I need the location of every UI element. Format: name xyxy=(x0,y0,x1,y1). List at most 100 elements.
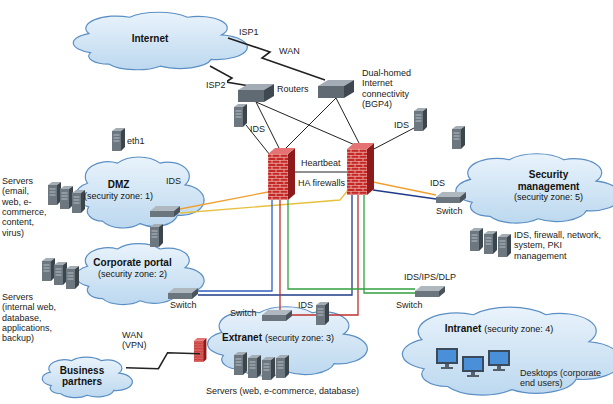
device-label: eth1 xyxy=(127,136,145,146)
device-label: IDS xyxy=(430,178,445,188)
router-icon xyxy=(238,84,274,102)
zone-number: (security zone: 1) xyxy=(84,191,153,201)
firewall-icon xyxy=(347,143,374,195)
server-icon xyxy=(48,182,61,205)
server-icon xyxy=(42,258,55,281)
zone-cloud: DMZ(security zone: 1) xyxy=(70,148,195,232)
portal-wire xyxy=(198,200,272,291)
zone-name: Intranet xyxy=(445,323,482,334)
server-icon xyxy=(484,231,497,254)
cloud-outline xyxy=(76,244,204,305)
switch-icon xyxy=(436,192,466,203)
server-icon xyxy=(66,266,79,289)
server-icon xyxy=(316,302,329,325)
cloud-text: Intranet(security zone: 4) xyxy=(445,318,554,336)
extranet-wire xyxy=(292,195,358,315)
wan-link xyxy=(126,353,200,369)
security-wire xyxy=(373,182,436,195)
cloud-text: Security management(security zone: 5) xyxy=(504,169,594,202)
switch-icon xyxy=(168,288,198,299)
device-label: Routers xyxy=(277,84,309,94)
heartbeat-link xyxy=(295,172,347,173)
portal-wire xyxy=(198,195,352,295)
server-icon xyxy=(262,357,275,380)
cloud-outline xyxy=(42,357,132,398)
device-label: HA firewalls xyxy=(297,178,346,188)
zone-number: (security zone: 3) xyxy=(265,333,334,343)
security-wire xyxy=(373,190,436,199)
zone-name: Corporate portal xyxy=(93,257,171,269)
server-icon xyxy=(60,186,73,209)
device-label: Servers (web, e-commerce, database) xyxy=(206,386,359,396)
switch-icon xyxy=(415,286,445,297)
ids-link xyxy=(246,125,414,155)
cloud-outline xyxy=(456,154,613,223)
device-label: ISP1 xyxy=(238,27,260,37)
desktop-icon xyxy=(436,348,458,369)
intranet-wire xyxy=(288,200,415,289)
desktop-icon xyxy=(488,350,510,371)
device-label: IDS/IPS/DLP xyxy=(404,272,456,282)
device-label: IDS xyxy=(166,176,181,186)
device-label: Switch xyxy=(436,206,463,216)
device-label: Servers (internal web, database, applica… xyxy=(2,292,66,344)
cloud-text: Internet xyxy=(132,33,169,45)
switch-icon xyxy=(150,206,180,217)
zone-name: Business partners xyxy=(52,365,112,388)
cloud-text: Extranet(security zone: 3) xyxy=(222,327,334,345)
cloud-outline xyxy=(76,157,204,228)
server-icon xyxy=(498,234,511,257)
device-label: Desktops (corporate end users) xyxy=(520,368,604,389)
cloud-text: Business partners xyxy=(52,365,112,388)
device-label: WAN xyxy=(278,46,301,56)
zone-cloud: Security management(security zone: 5) xyxy=(448,145,609,227)
zone-number: (security zone: 5) xyxy=(504,192,594,202)
cloud-shape xyxy=(392,296,606,400)
cloud-outline xyxy=(402,307,613,395)
router-link xyxy=(256,98,360,150)
device-label: Switch xyxy=(230,308,257,318)
zone-cloud: Internet xyxy=(65,5,235,73)
server-icon xyxy=(276,355,289,378)
cloud-text: Corporate portal(security zone: 2) xyxy=(93,257,171,279)
zone-number: (security zone: 2) xyxy=(93,269,171,279)
server-icon xyxy=(234,104,247,127)
server-icon xyxy=(54,262,67,285)
zone-name: DMZ xyxy=(84,179,153,191)
server-icon xyxy=(248,355,261,378)
desktop-icon xyxy=(462,356,484,377)
zone-name: Security management xyxy=(504,169,594,192)
zone-cloud: Intranet(security zone: 4) xyxy=(392,296,606,400)
server-icon xyxy=(150,224,163,247)
router-icon xyxy=(318,80,354,98)
server-icon xyxy=(414,108,427,131)
zone-number: (security zone: 4) xyxy=(484,324,553,334)
zone-name: Extranet xyxy=(222,332,262,343)
server-icon xyxy=(112,128,125,151)
isp-link xyxy=(228,38,325,80)
server-icon xyxy=(470,228,483,251)
device-label: Switch xyxy=(170,300,197,310)
firewall-icon xyxy=(268,148,295,200)
server-icon xyxy=(234,352,247,375)
cloud-shape xyxy=(70,148,195,232)
device-label: Heartbeat xyxy=(300,158,342,168)
cloud-outline xyxy=(73,12,247,69)
device-label: ISP2 xyxy=(205,80,227,90)
zone-name: Internet xyxy=(132,33,169,45)
server-icon xyxy=(452,126,465,149)
zone-cloud: Business partners xyxy=(38,352,126,400)
dmz-wire xyxy=(180,190,348,213)
device-label: IDS xyxy=(394,120,409,130)
link-label: WAN (VPN) xyxy=(121,330,157,351)
device-label: IDS xyxy=(250,124,265,134)
cloud-text: DMZ(security zone: 1) xyxy=(84,179,153,201)
extranet-wire xyxy=(279,200,280,310)
device-label: IDS xyxy=(298,300,313,310)
firewall-icon xyxy=(194,338,206,362)
switch-icon xyxy=(262,310,292,321)
device-label: Switch xyxy=(396,300,423,310)
device-label: Dual-homed Internet connectivity (BGP4) xyxy=(362,68,426,109)
device-label: Servers (email, web, e-commerce, content… xyxy=(2,176,48,238)
server-icon xyxy=(72,190,85,213)
